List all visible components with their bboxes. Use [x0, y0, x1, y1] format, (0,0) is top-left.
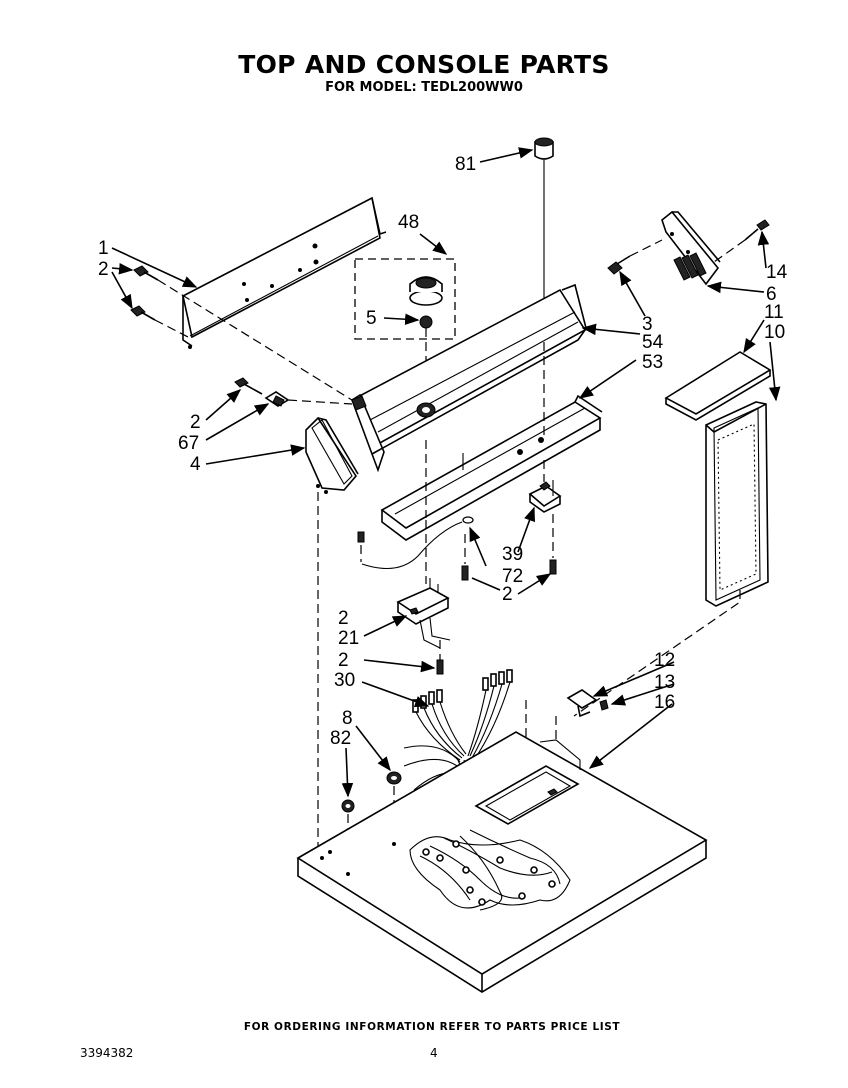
- page-title: TOP AND CONSOLE PARTS: [238, 50, 610, 79]
- callout-2a: 2: [98, 259, 109, 280]
- callout-10: 10: [764, 322, 785, 343]
- model-subtitle: FOR MODEL: TEDL200WW0: [325, 80, 523, 95]
- callout-11: 11: [764, 302, 784, 323]
- document-number: 3394382: [80, 1046, 134, 1060]
- part-grommet-82: [341, 799, 355, 813]
- part-top-harness: [409, 829, 571, 911]
- callout-leaders: [111, 147, 781, 798]
- callout-16: 16: [654, 692, 675, 713]
- part-bracket-12: [566, 689, 609, 718]
- callout-12: 12: [654, 650, 675, 671]
- part-console-channel: [380, 394, 603, 541]
- callout-21: 21: [338, 628, 359, 649]
- callout-2d: 2: [338, 608, 349, 629]
- ordering-note: FOR ORDERING INFORMATION REFER TO PARTS …: [243, 1021, 621, 1033]
- callout-3: 3: [642, 314, 653, 335]
- part-right-bracket: [607, 210, 770, 286]
- callout-8: 8: [342, 708, 353, 729]
- callout-67: 67: [178, 433, 199, 454]
- part-left-endcap: [234, 377, 359, 494]
- part-knob-kit-box: [354, 258, 456, 340]
- callout-2e: 2: [338, 650, 349, 671]
- page-number: 4: [430, 1046, 438, 1060]
- part-console-panel: [350, 283, 587, 473]
- part-main-top: [296, 731, 708, 993]
- callout-2b: 2: [190, 412, 201, 433]
- callout-6: 6: [766, 284, 777, 305]
- part-timer-21: [396, 578, 451, 649]
- part-grommet-8: [386, 771, 402, 785]
- part-lint-filter: [705, 401, 769, 607]
- callout-30: 30: [334, 670, 355, 691]
- part-wire-72: [357, 516, 557, 581]
- callout-13: 13: [654, 672, 675, 693]
- callout-81: 81: [455, 154, 476, 175]
- callout-53: 53: [642, 352, 663, 373]
- callout-2c: 2: [502, 584, 513, 605]
- callout-5: 5: [366, 308, 377, 329]
- callout-48: 48: [398, 212, 419, 233]
- part-screws-left: [130, 265, 159, 321]
- callout-39: 39: [502, 544, 523, 565]
- part-switch-39: [528, 480, 562, 513]
- part-lint-cover: [664, 351, 772, 421]
- callout-14: 14: [766, 262, 788, 283]
- callout-82: 82: [330, 728, 351, 749]
- callout-1: 1: [98, 238, 109, 259]
- callout-72: 72: [502, 566, 523, 587]
- callout-54: 54: [642, 332, 664, 353]
- callout-4: 4: [190, 454, 201, 475]
